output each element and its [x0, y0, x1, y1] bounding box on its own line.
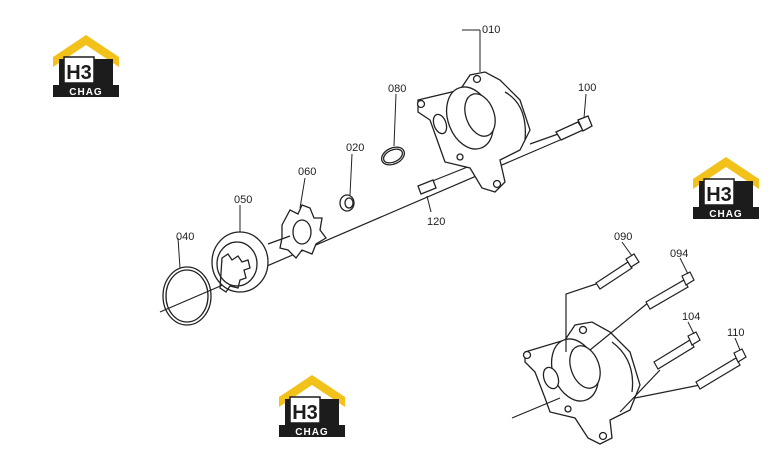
callout-leader-100: [583, 93, 587, 119]
callout-080: 080: [388, 83, 406, 95]
brand-logo-top-left: H3 CHAG: [52, 34, 120, 98]
gear-shaft-060: [267, 204, 327, 259]
leader-line-090: [565, 283, 597, 352]
brand-logo-bottom: H3 CHAG: [278, 374, 346, 438]
callout-120: 120: [427, 216, 445, 228]
callout-104: 104: [682, 311, 700, 323]
bolt-100: [555, 115, 593, 141]
callout-leader-060: [299, 177, 306, 209]
lower-axis-line: [511, 397, 561, 419]
logo-brand: CHAG: [709, 209, 742, 220]
pin-120: [417, 179, 437, 195]
callout-leader-080: [393, 93, 397, 147]
leader-line-104: [619, 369, 661, 413]
callout-010: 010: [482, 24, 500, 36]
logo-mark: H3: [292, 402, 318, 424]
leader-line-094: [589, 297, 655, 351]
callout-090: 090: [614, 231, 632, 243]
leader-line-110: [634, 384, 701, 399]
callout-leader-104: [687, 321, 695, 335]
callout-094: 094: [670, 248, 688, 260]
callout-leader-110: [734, 337, 741, 351]
logo-brand: CHAG: [295, 427, 328, 438]
bolt-090: [595, 253, 640, 290]
gear-ring-050: [211, 231, 269, 293]
seal-020: [339, 194, 355, 212]
bolt-104: [653, 331, 701, 370]
logo-mark: H3: [66, 62, 92, 84]
callout-060: 060: [298, 166, 316, 178]
callout-100: 100: [578, 82, 596, 94]
callout-leader-040: [177, 237, 181, 269]
o-ring-040: [162, 266, 212, 326]
callout-leader-090: [621, 241, 633, 257]
callout-leader-020: [349, 153, 353, 196]
callout-040: 040: [176, 231, 194, 243]
o-ring-080: [380, 146, 406, 166]
callout-020: 020: [346, 142, 364, 154]
bolt-110: [695, 348, 747, 390]
housing-010: [416, 71, 531, 193]
brand-logo-right: H3 CHAG: [692, 156, 760, 220]
callout-110: 110: [727, 327, 745, 339]
callout-050: 050: [234, 194, 252, 206]
callout-leader-094: [679, 257, 689, 275]
logo-brand: CHAG: [69, 87, 102, 98]
logo-mark: H3: [706, 184, 732, 206]
bolt-094: [645, 271, 695, 310]
callout-leader-120: [426, 195, 432, 213]
housing-lower-assembly: [522, 321, 641, 445]
